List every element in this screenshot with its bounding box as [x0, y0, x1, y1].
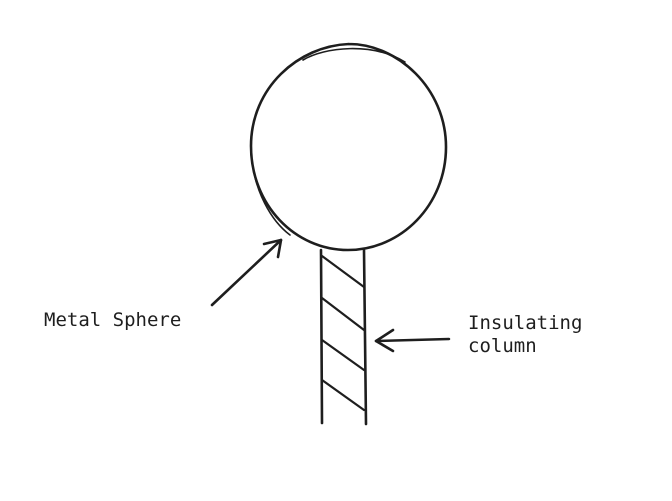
insulating-column-label-line2: column [468, 334, 537, 357]
sphere-arrow [210, 238, 283, 307]
insulating-column-label: Insulating column [468, 312, 582, 358]
metal-sphere-label: Metal Sphere [44, 309, 182, 331]
column-arrow [374, 328, 451, 353]
insulating-column [319, 248, 368, 426]
insulating-column-label-line1: Insulating [468, 312, 583, 334]
metal-sphere [249, 42, 448, 252]
